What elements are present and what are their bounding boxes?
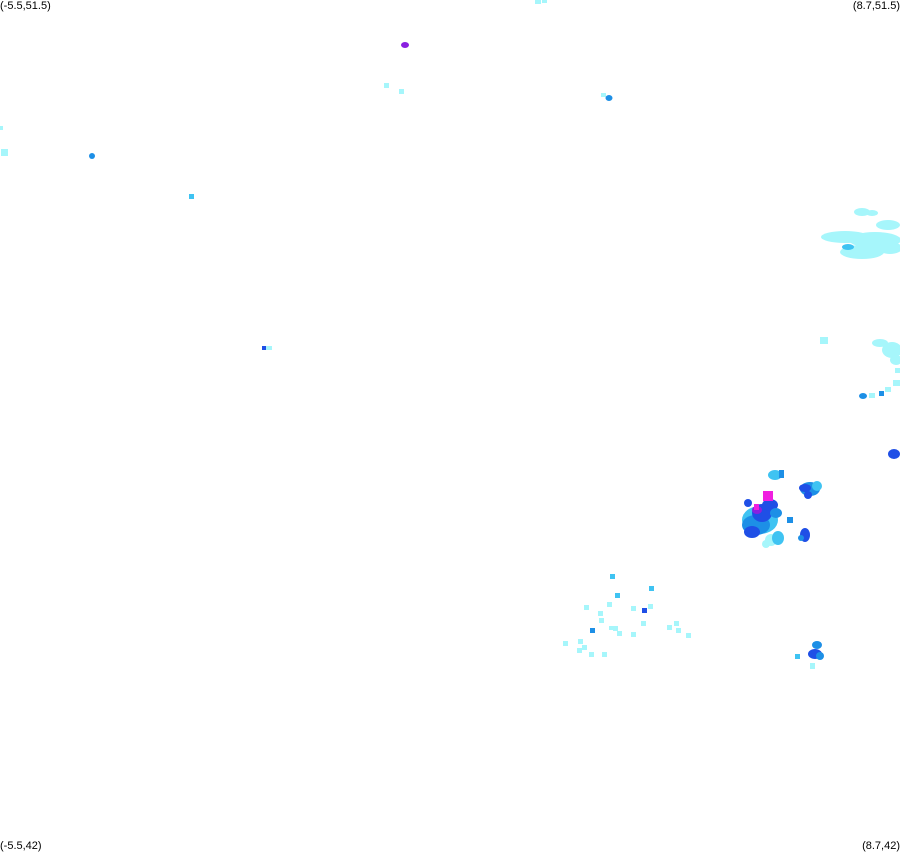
corner-label-bottom-right: (8.7,42) — [862, 840, 900, 852]
echo-east-band-middle — [820, 337, 900, 459]
corner-label-top-right: (8.7,51.5) — [852, 0, 900, 12]
corner-label-bottom-left: (-5.5,42) — [0, 840, 42, 852]
corner-label-top-left: (-5.5,51.5) — [0, 0, 51, 12]
echo-north-central — [601, 93, 613, 101]
echo-south-scatter — [563, 574, 691, 657]
echo-southeast-small — [795, 641, 824, 669]
echo-west-edge — [0, 126, 272, 350]
echo-east-band-upper — [821, 208, 900, 259]
echo-southeast-cluster — [742, 470, 822, 548]
echo-north-cell — [384, 42, 409, 94]
echo-top-edge — [535, 0, 547, 4]
